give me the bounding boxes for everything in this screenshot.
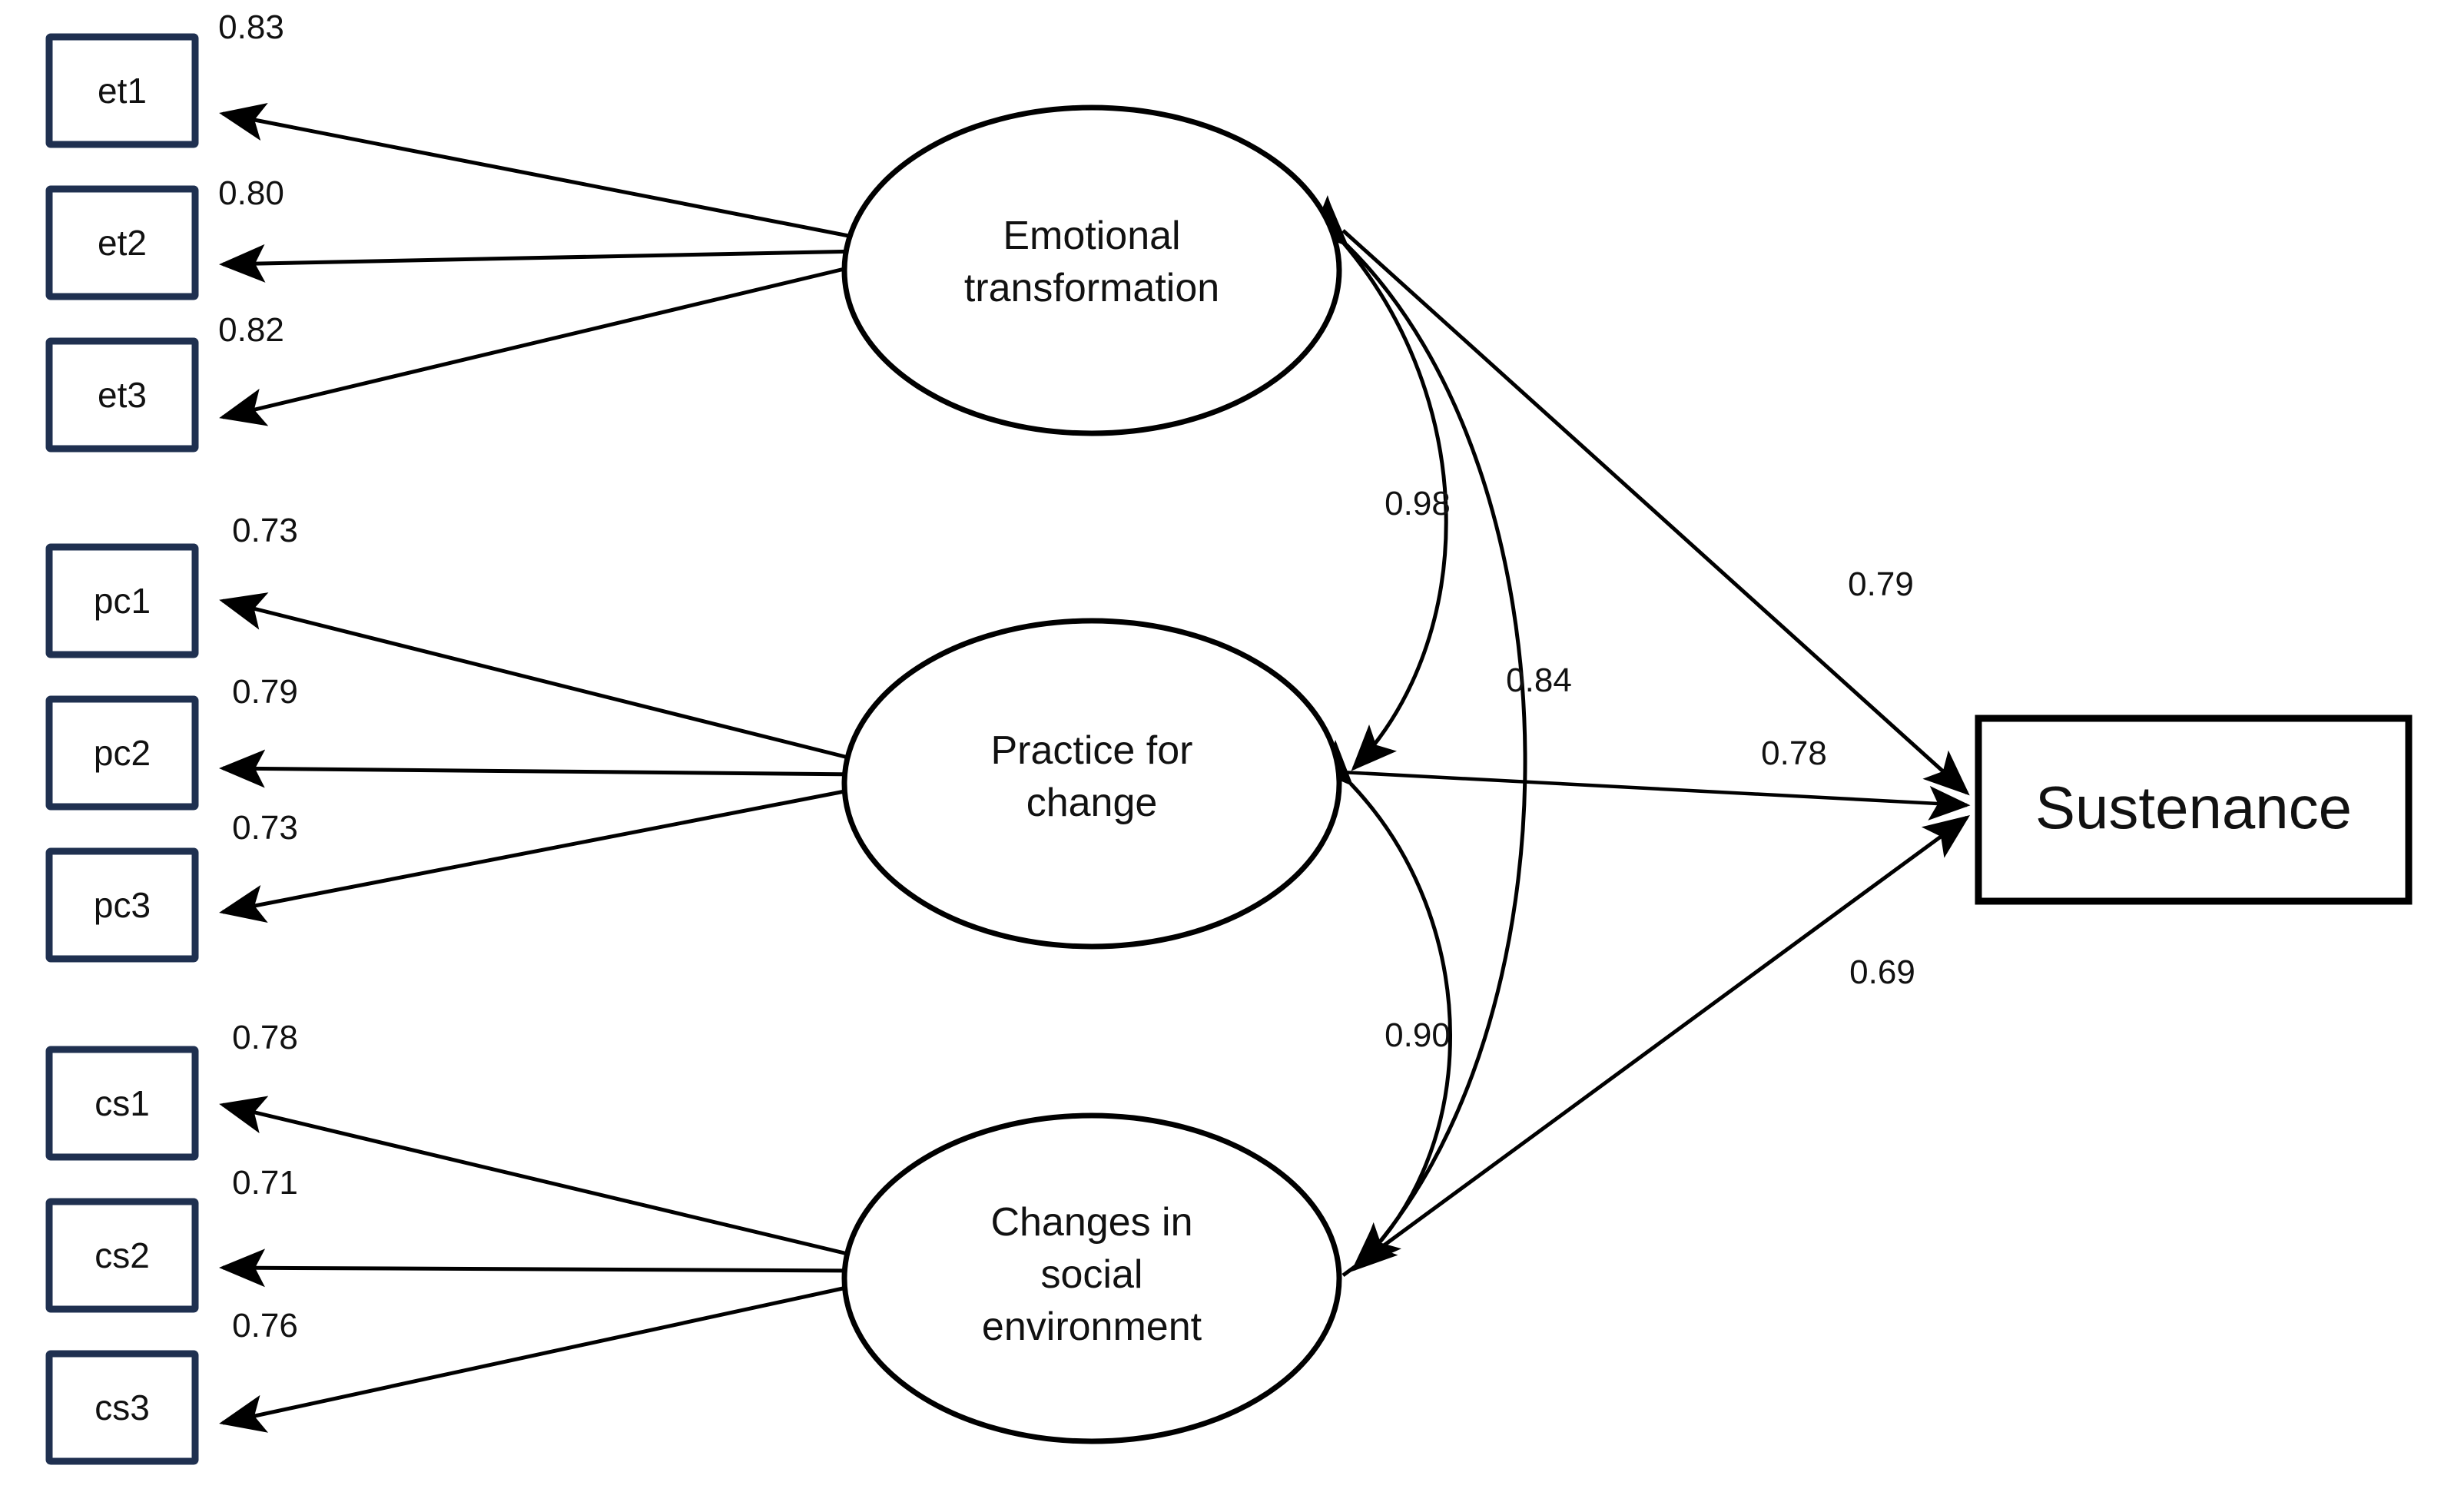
latent-ellipse-emotional-transformation[interactable] [841, 104, 1342, 436]
latent-label-changes-in-social-environment-line2: social [1041, 1252, 1143, 1297]
indicator-box-pc2[interactable] [45, 695, 199, 811]
latent-label-practice-for-change-line1: Practice for [991, 728, 1193, 773]
loading-edge-pc-pc3 [219, 786, 861, 923]
indicator-box-et1[interactable] [45, 33, 199, 148]
indicator-label-et1: et1 [98, 71, 147, 111]
loading-value-cs3: 0.76 [232, 1307, 298, 1345]
indicator-box-cs3[interactable] [45, 1350, 199, 1465]
structural-value-pc-sustenance: 0.78 [1761, 734, 1827, 772]
loading-edge-cs-cs3 [219, 1282, 861, 1433]
loading-edge-cs-cs1 [219, 1096, 861, 1259]
latent-label-changes-in-social-environment-line1: Changes in [990, 1200, 1192, 1245]
loading-edge-et-et2 [219, 244, 861, 283]
indicator-label-cs1: cs1 [95, 1083, 150, 1123]
latent-ellipse-changes-in-social-environment[interactable] [841, 1112, 1342, 1444]
indicator-label-pc3: pc3 [94, 885, 151, 925]
covariance-arc-pc-cs [1307, 739, 1452, 1272]
loading-value-pc2: 0.79 [232, 673, 298, 711]
loading-value-pc1: 0.73 [232, 512, 298, 549]
loading-value-cs1: 0.78 [232, 1019, 298, 1056]
indicator-box-et2[interactable] [45, 185, 199, 300]
loading-value-pc3: 0.73 [232, 809, 298, 847]
loading-value-et2: 0.80 [218, 174, 284, 212]
covariance-value-et-pc: 0.98 [1385, 485, 1451, 522]
structural-value-et-sustenance: 0.79 [1848, 565, 1914, 603]
structural-value-cs-sustenance: 0.69 [1849, 953, 1915, 991]
loading-edge-pc-pc2 [219, 749, 861, 788]
indicator-label-cs2: cs2 [95, 1235, 150, 1275]
covariance-value-et-cs: 0.84 [1506, 661, 1572, 699]
indicator-label-cs3: cs3 [95, 1388, 150, 1427]
indicator-label-pc1: pc1 [94, 581, 151, 621]
loading-value-cs2: 0.71 [232, 1164, 298, 1202]
indicator-box-pc3[interactable] [45, 847, 199, 963]
structural-edge-pc-sustenance [1341, 770, 1971, 821]
loading-edge-et-et1 [219, 102, 861, 240]
structural-edge-et-sustenance [1341, 229, 1970, 796]
outcome-box-sustenance[interactable] [1975, 715, 2413, 905]
latent-label-emotional-transformation-line2: transformation [964, 266, 1219, 310]
indicator-label-pc2: pc2 [94, 733, 151, 773]
loading-edge-cs-cs2 [219, 1248, 861, 1288]
loading-value-et3: 0.82 [218, 311, 284, 349]
loading-edge-et-et3 [219, 263, 861, 426]
indicator-label-et3: et3 [98, 375, 147, 415]
latent-label-emotional-transformation-line1: Emotional [1003, 214, 1180, 258]
loading-value-et1: 0.83 [218, 8, 284, 46]
indicator-box-cs1[interactable] [45, 1046, 199, 1161]
loading-edge-pc-pc1 [219, 592, 861, 763]
indicator-label-et2: et2 [98, 223, 147, 263]
latent-ellipse-practice-for-change[interactable] [841, 618, 1342, 950]
indicator-box-et3[interactable] [45, 337, 199, 453]
latent-label-practice-for-change-line2: change [1026, 781, 1158, 825]
covariance-arc-et-cs [1302, 201, 1527, 1269]
outcome-label-sustenance: Sustenance [2035, 774, 2352, 841]
indicator-box-cs2[interactable] [45, 1198, 199, 1313]
covariance-value-pc-cs: 0.90 [1385, 1016, 1451, 1054]
indicator-box-pc1[interactable] [45, 543, 199, 658]
structural-edge-cs-sustenance [1341, 815, 1971, 1278]
latent-label-changes-in-social-environment-line3: environment [982, 1305, 1202, 1349]
